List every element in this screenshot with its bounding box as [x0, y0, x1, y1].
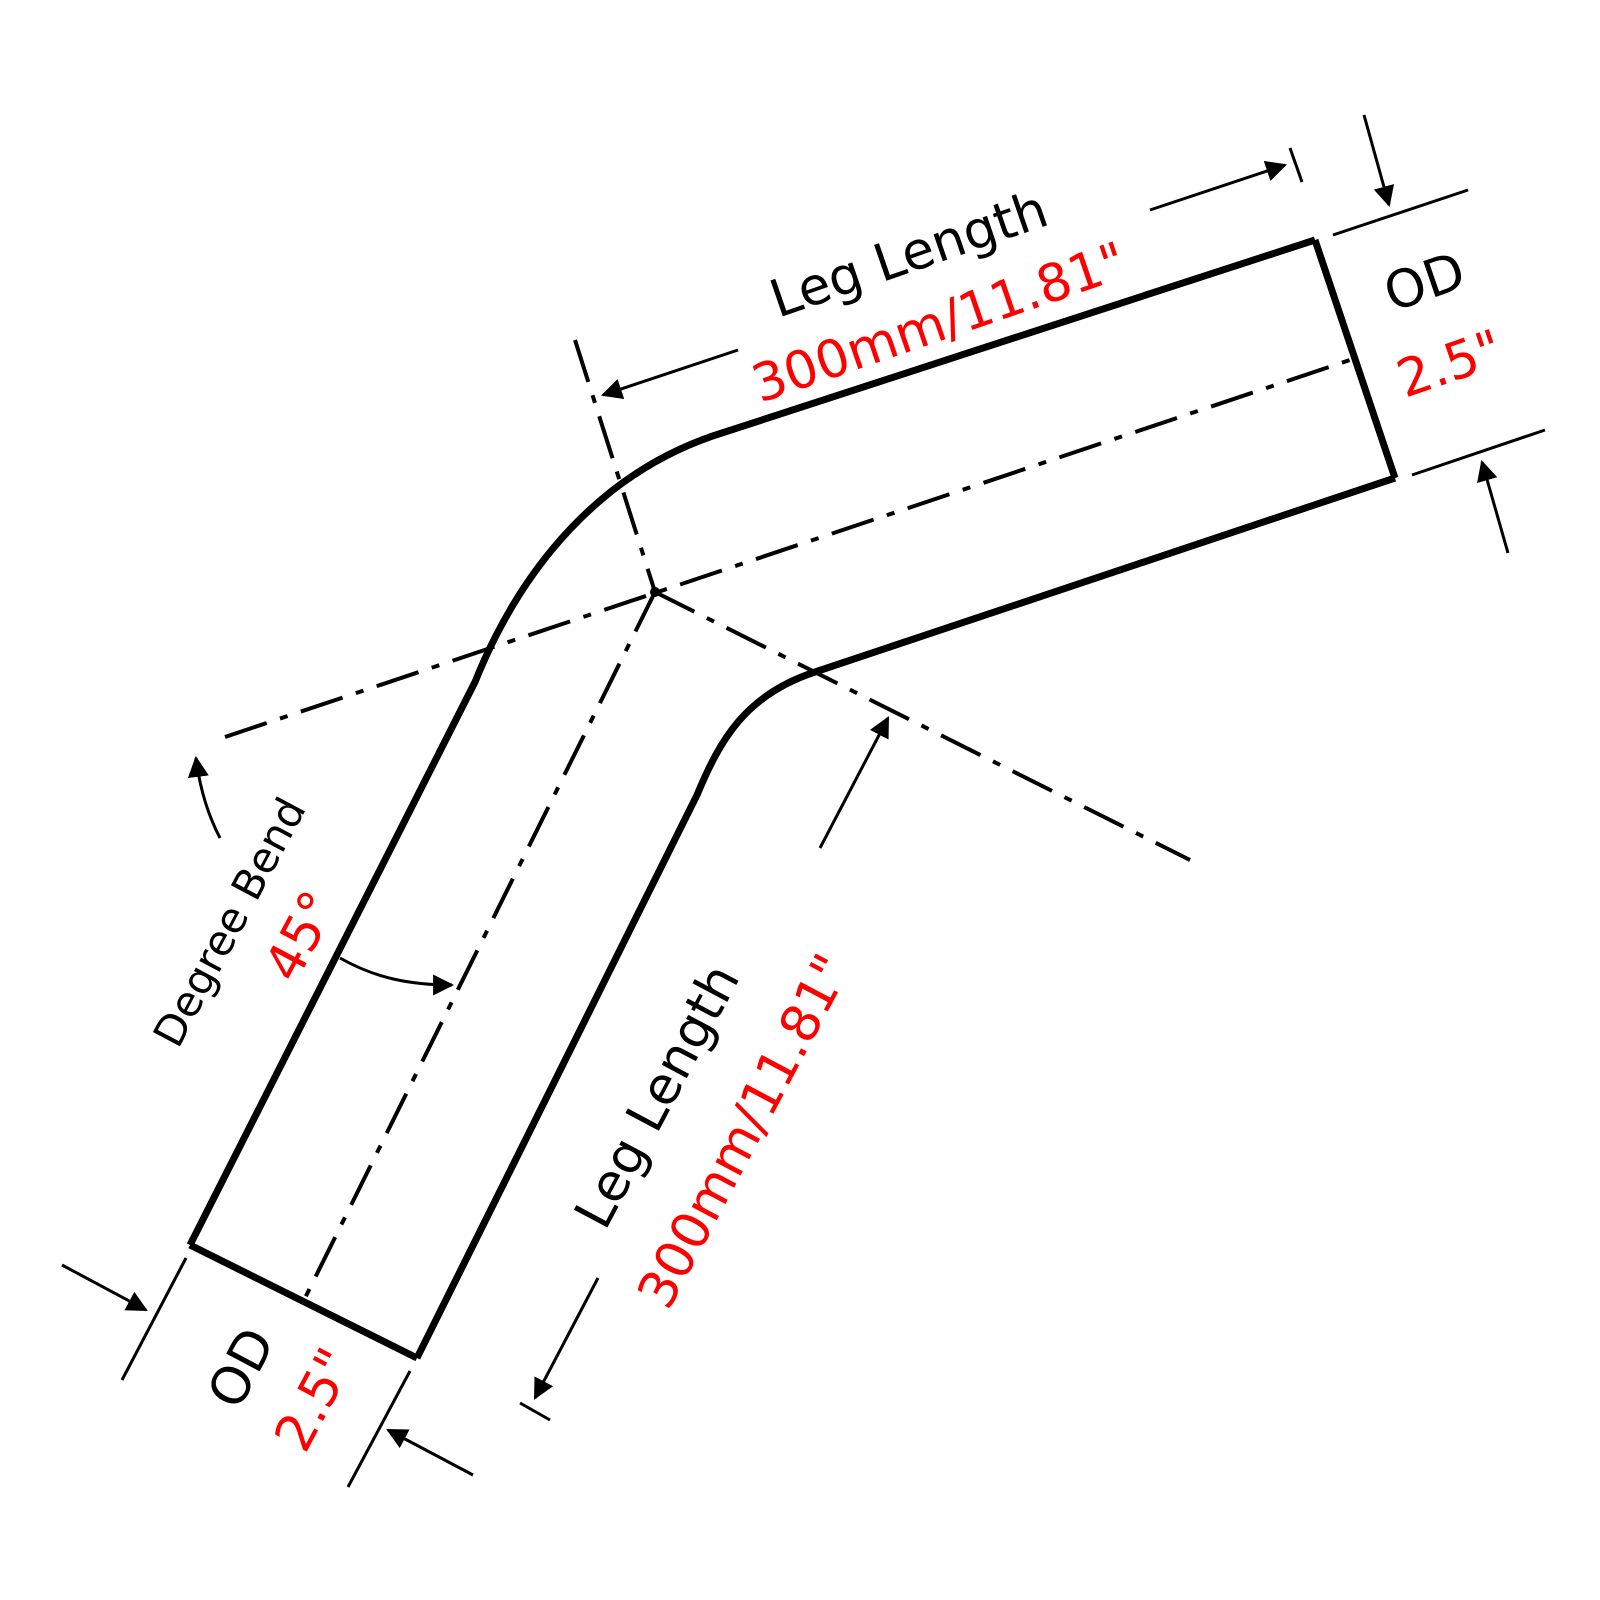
top-od-value: 2.5": [1390, 319, 1510, 410]
bottom-leg-extension-tick: [519, 1401, 551, 1422]
top-od-arrow-down: [1362, 114, 1395, 208]
top-leg-extension-tick: [1288, 147, 1304, 183]
bottom-od-extension-right: [346, 1370, 412, 1488]
bend-arc-arrow-lower: [339, 956, 455, 996]
bottom-od-label: OD: [197, 1318, 288, 1418]
bend-angle-annotation: Degree Bend 45°: [144, 755, 455, 1055]
bottom-od-arrow-right: [61, 1263, 148, 1312]
bottom-leg-arrow-down: [533, 1277, 600, 1400]
top-od-arrow-up: [1477, 459, 1510, 554]
top-od-extension-lower: [1411, 428, 1546, 477]
bottom-leg-dimension: Leg Length 300mm/11.81": [519, 716, 890, 1422]
bottom-od-extension-left: [120, 1257, 188, 1381]
bottom-leg-arrow-up: [818, 716, 890, 849]
top-od-extension-upper: [1332, 188, 1469, 237]
centerlines: [224, 339, 1351, 1299]
top-leg-arrow-right: [1149, 161, 1287, 212]
pipe-end-cap-bottom: [188, 1241, 419, 1362]
centerline-bottom-leg: [303, 591, 657, 1299]
pipe-inner-edge: [413, 474, 1397, 1360]
bottom-od-dimension: OD 2.5": [61, 1257, 474, 1488]
bend-arc-arrow-upper: [187, 755, 222, 839]
bend-center-point: [650, 587, 660, 597]
pipe-outline: [186, 236, 1399, 1362]
bend-radius-line-vertical: [573, 339, 657, 593]
bend-radius-line-diagonal: [654, 590, 1191, 862]
bottom-od-arrow-left: [386, 1428, 474, 1477]
top-leg-arrow-left: [601, 348, 739, 399]
top-od-label: OD: [1377, 241, 1473, 324]
centerline-top-leg: [224, 358, 1351, 739]
pipe-end-cap-top: [1311, 238, 1399, 480]
